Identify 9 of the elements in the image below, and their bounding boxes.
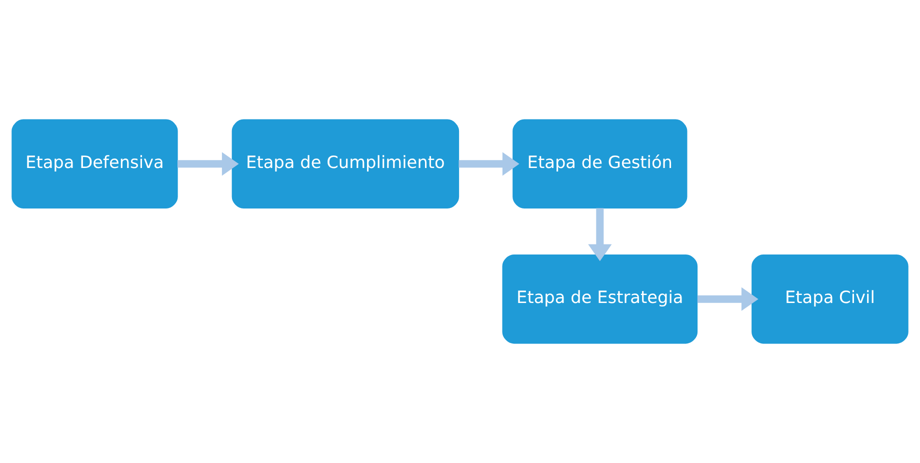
arrow bbox=[458, 152, 520, 176]
node-box: Etapa de Estrategia bbox=[502, 254, 698, 344]
arrow bbox=[697, 287, 758, 311]
arrow bbox=[588, 208, 612, 262]
node-box: Etapa de Cumplimiento bbox=[232, 119, 460, 208]
node-box: Etapa Civil bbox=[752, 254, 908, 344]
node-box: Etapa de Gestión bbox=[512, 119, 688, 208]
arrow bbox=[177, 152, 239, 176]
node-box: Etapa Defensiva bbox=[12, 119, 178, 208]
